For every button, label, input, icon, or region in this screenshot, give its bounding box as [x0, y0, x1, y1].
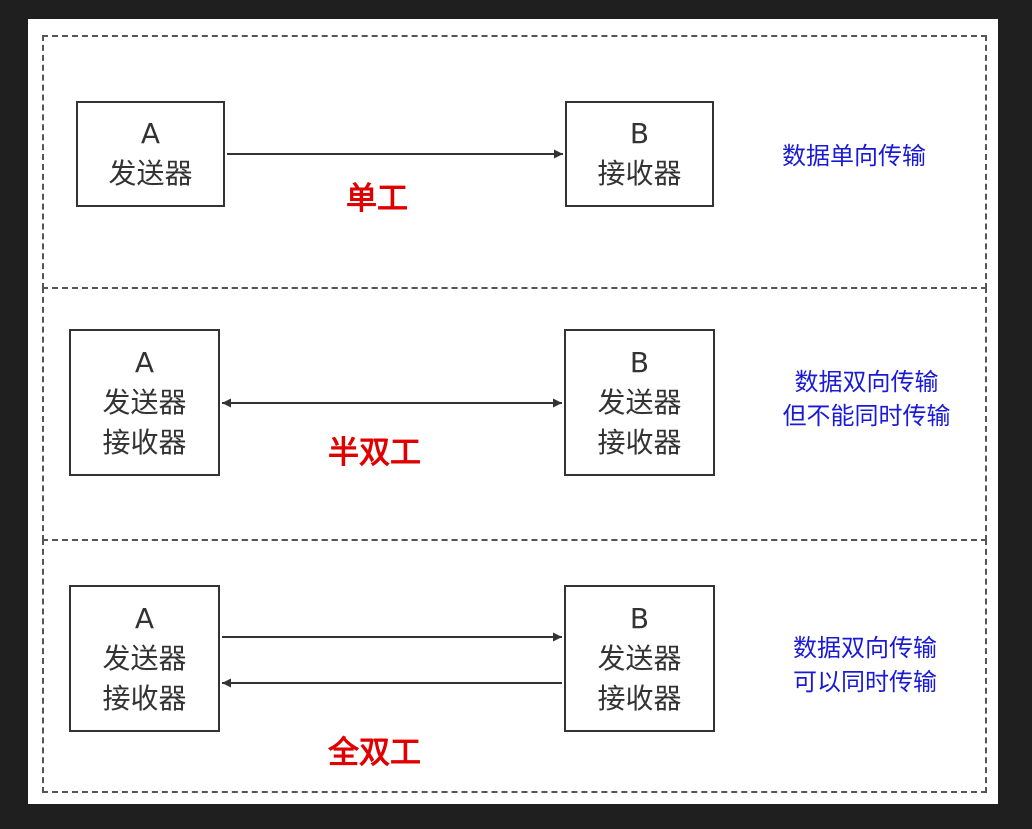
full-duplex-receiver-box: B 发送器 接收器	[564, 585, 715, 732]
simplex-description: 数据单向传输	[770, 139, 938, 173]
full-duplex-mode-label: 全双工	[328, 735, 421, 771]
receiver-role: 发送器	[597, 385, 682, 419]
sender-role: 发送器	[108, 157, 193, 190]
description-line: 数据双向传输	[793, 634, 937, 662]
sender-role: 发送器	[102, 641, 187, 675]
simplex-mode-label: 单工	[346, 181, 408, 217]
half-duplex-receiver-box: B 发送器 接收器	[564, 329, 715, 476]
description-line: 但不能同时传输	[782, 402, 951, 430]
sender-role: 接收器	[102, 681, 187, 715]
receiver-letter: B	[629, 345, 650, 379]
receiver-role: 接收器	[597, 681, 682, 715]
description-line: 数据双向传输	[794, 368, 939, 396]
receiver-role: 接收器	[597, 425, 682, 459]
sender-role: 发送器	[102, 385, 187, 419]
full-duplex-panel	[42, 539, 987, 793]
half-duplex-sender-box: A 发送器 接收器	[69, 329, 220, 476]
description-line: 数据单向传输	[782, 142, 926, 170]
arrow-layer	[222, 149, 563, 688]
sender-letter: A	[134, 345, 155, 379]
simplex-receiver-box: B 接收器	[565, 101, 714, 207]
full-duplex-description: 数据双向传输 可以同时传输	[770, 631, 960, 699]
sender-role: 接收器	[102, 425, 187, 459]
full-duplex-sender-box: A 发送器 接收器	[69, 585, 220, 732]
sender-letter: A	[140, 117, 161, 150]
sender-letter: A	[134, 601, 155, 635]
receiver-role: 发送器	[597, 641, 682, 675]
description-line: 可以同时传输	[793, 668, 937, 696]
simplex-sender-box: A 发送器	[76, 101, 225, 207]
diagram-canvas: A 发送器 B 接收器 单工 数据单向传输 A 发送器 接收器 B 发送器 接收…	[28, 19, 998, 804]
receiver-letter: B	[629, 117, 650, 150]
half-duplex-mode-label: 半双工	[328, 435, 421, 471]
receiver-letter: B	[629, 601, 650, 635]
half-duplex-description: 数据双向传输 但不能同时传输	[764, 365, 969, 433]
receiver-role: 接收器	[597, 157, 682, 190]
